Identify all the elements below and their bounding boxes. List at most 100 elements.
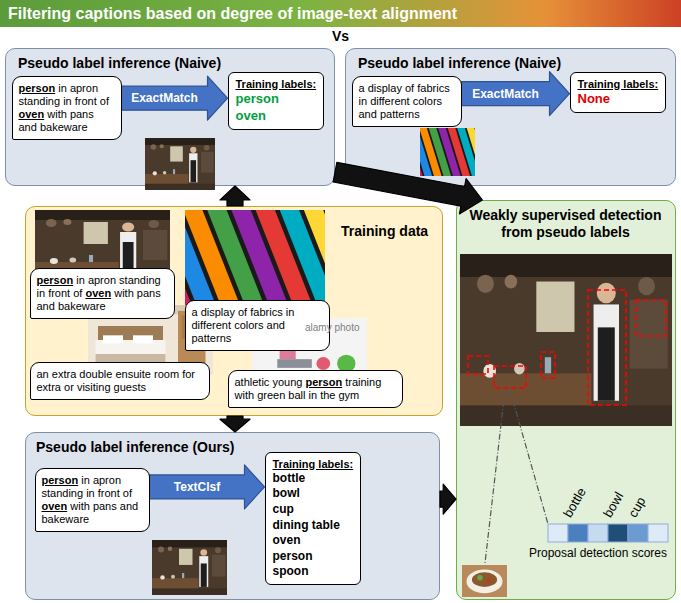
block-arrow <box>220 416 250 432</box>
caption-text: apron <box>93 474 121 486</box>
caption-text: extra <box>52 368 76 380</box>
caption-text: bakeware <box>42 513 90 525</box>
caption-text: in <box>309 389 318 401</box>
caption-text: with <box>47 108 67 120</box>
caption-text: and <box>37 300 55 312</box>
fabric-photo <box>130 162 389 351</box>
caption-text: and <box>19 121 40 133</box>
caption-text: for <box>182 368 195 380</box>
block-arrow <box>462 72 570 116</box>
caption-text: for <box>182 368 195 380</box>
caption-text: extra <box>37 381 65 393</box>
caption-text: apron <box>70 82 98 94</box>
label-item: dining table <box>273 518 354 534</box>
block-arrow <box>150 465 265 509</box>
caption-text: a <box>192 306 201 318</box>
caption-text: a <box>192 306 198 318</box>
caption-card: person in apron standing in front of ove… <box>30 268 175 320</box>
detection-photo <box>460 254 672 426</box>
bedroom-photo <box>88 305 213 375</box>
caption-card: person in apron standing in front of ove… <box>35 468 150 533</box>
caption-text: person <box>305 376 342 388</box>
caption-text: in <box>63 95 75 107</box>
caption-text: a display of fabrics in different colors… <box>192 306 323 346</box>
caption-text: of <box>405 82 417 94</box>
caption-text: in <box>359 95 371 107</box>
label-item: bottle <box>273 471 354 487</box>
caption-text: in <box>76 274 85 286</box>
caption-text: in <box>81 474 93 486</box>
title-bar: Filtering captions based on degree of im… <box>0 0 681 27</box>
caption-text: with <box>114 287 137 299</box>
proposal-box <box>468 356 488 374</box>
caption-text: in <box>309 389 321 401</box>
caption-text: an <box>37 368 52 380</box>
caption-text: person <box>37 274 77 286</box>
caption-text: bakeware <box>40 121 88 133</box>
caption-text: patterns <box>192 332 232 344</box>
caption-text: athletic <box>235 376 270 388</box>
proposal-box <box>636 300 666 336</box>
caption-text: fabrics <box>417 82 449 94</box>
arrow-label: TextClsf <box>172 479 222 494</box>
caption-text: in <box>286 306 295 318</box>
vs-text: Vs <box>332 29 349 44</box>
panel-heading: Weakly supervised detection from pseudo … <box>457 207 674 241</box>
caption-text: display <box>368 82 405 94</box>
class-name: bowl <box>600 489 626 520</box>
callout-line <box>510 390 548 524</box>
panel-heading: Pseudo label inference (Ours) <box>36 439 234 456</box>
caption-text: with <box>235 389 258 401</box>
caption-text: young <box>272 376 302 388</box>
labels-heading: Training labels: <box>236 77 317 91</box>
caption-text: green <box>257 389 285 401</box>
caption-text: or <box>64 381 74 393</box>
labels-heading: Training labels: <box>273 457 354 471</box>
caption-text: front <box>48 287 70 299</box>
block-arrow <box>220 186 250 206</box>
caption-text: front <box>48 287 73 299</box>
caption-text: ensuite <box>115 368 150 380</box>
caption-text: patterns <box>380 108 420 120</box>
caption-text: person in apron standing in front of ove… <box>42 474 143 527</box>
caption-text: with <box>47 108 70 120</box>
caption-text: bakeware <box>58 300 106 312</box>
caption-text: colors <box>234 319 266 331</box>
caption-text: room <box>154 368 182 380</box>
caption-text: double <box>79 368 115 380</box>
caption-text: a <box>359 82 365 94</box>
caption-text: of <box>100 95 109 107</box>
caption-text: in <box>359 95 368 107</box>
label-box: Training labels:bottlebowlcupdining tabl… <box>265 452 362 585</box>
caption-text: standing <box>42 487 84 499</box>
caption-text: apron <box>70 82 98 94</box>
panel-heading: Pseudo label inference (Naive) <box>18 55 221 72</box>
score-cell <box>628 524 648 542</box>
label-box: Training labels:None <box>570 72 667 113</box>
caption-text: a <box>359 82 368 94</box>
caption-text: and <box>359 108 380 120</box>
caption-text: visiting <box>77 381 111 393</box>
caption-text: oven <box>42 500 71 512</box>
caption-text: different <box>192 319 235 331</box>
class-name: cup <box>625 494 648 520</box>
caption-text: with <box>114 287 134 299</box>
caption-text: extra <box>37 381 61 393</box>
caption-text: gym <box>339 389 360 401</box>
caption-text: extra <box>52 368 80 380</box>
caption-text: person in apron standing in front of ove… <box>19 82 115 135</box>
caption-text: athletic young person training with gree… <box>235 376 396 402</box>
caption-text: in <box>37 287 49 299</box>
score-cell <box>648 524 668 542</box>
caption-text: pans <box>93 500 117 512</box>
arrow-label: ExactMatch <box>129 91 200 106</box>
caption-text: apron <box>88 274 116 286</box>
label-item: oven <box>273 533 354 549</box>
watermark: alamy photo <box>305 320 359 335</box>
caption-text: a display of fabrics in different colors… <box>359 82 455 122</box>
caption-text: of <box>238 306 250 318</box>
label-item: person <box>236 91 317 108</box>
caption-text: the <box>320 389 335 401</box>
